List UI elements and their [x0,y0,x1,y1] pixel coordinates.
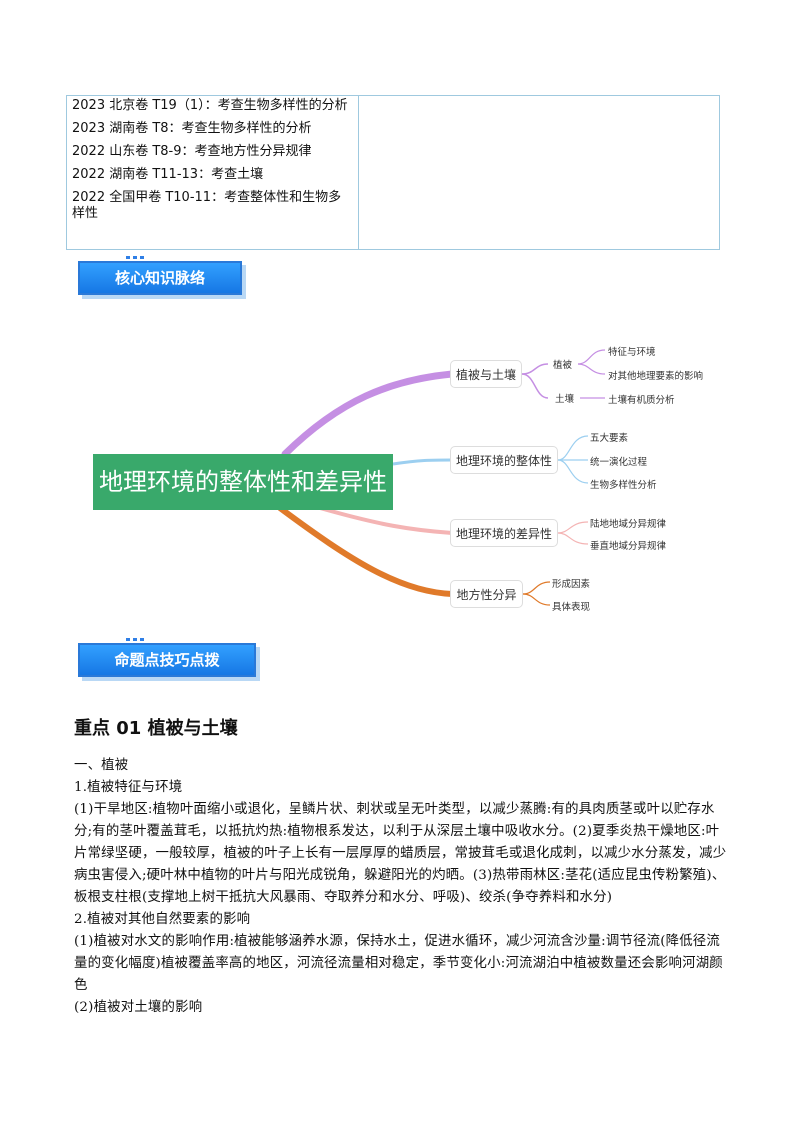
exam-item: 2022 全国甲卷 T10-11：考查整体性和生物多样性 [72,190,342,221]
section-heading: 重点 01 植被与土壤 [74,718,238,739]
sub-vegetation: 植被 [553,360,573,371]
mindmap: 地理环境的整体性和差异性 植被与土壤 地理环境的整体性 地理环境的差异性 地方性… [0,330,800,620]
leaf-veg-2: 对其他地理要素的影响 [608,371,704,382]
paragraph: (2)植被对土壤的影响 [74,1000,203,1015]
skills-banner: 命题点技巧点拨 [78,638,256,677]
knowledge-banner: 核心知识脉络 [78,256,242,295]
dots-decoration [126,256,144,259]
branch-line-whole [392,458,453,466]
exam-item: 2023 湖南卷 T8：考查生物多样性的分析 [72,121,312,136]
leaf-soil-1: 土壤有机质分析 [608,395,675,406]
node-vegetation-soil: 植被与土壤 [450,360,522,388]
mindmap-root: 地理环境的整体性和差异性 [93,454,393,510]
main-content: 重点 01 植被与土壤 一、植被 1.植被特征与环境 (1)干旱地区:植物叶面缩… [74,715,729,1019]
node-local: 地方性分异 [450,580,523,608]
leaf-local-2: 具体表现 [552,602,591,613]
exam-item: 2022 湖南卷 T11-13：考查土壤 [72,167,264,182]
branch-line-vegetation [281,370,456,458]
exam-list: 2023 北京卷 T19（1）：考查生物多样性的分析 2023 湖南卷 T8：考… [67,96,359,249]
leaf-whole-1: 五大要素 [590,433,629,444]
paragraph: 2.植被对其他自然要素的影响 [74,912,251,927]
leaf-diff-1: 陆地地域分异规律 [590,519,667,530]
exam-table: 2023 北京卷 T19（1）：考查生物多样性的分析 2023 湖南卷 T8：考… [66,95,720,250]
branch-line-local [277,505,455,597]
node-diff: 地理环境的差异性 [450,519,558,547]
leaf-veg-1: 特征与环境 [608,347,656,358]
paragraph: 1.植被特征与环境 [74,780,183,795]
skills-banner-title: 命题点技巧点拨 [78,643,256,677]
paragraph: (1)干旱地区:植物叶面缩小或退化，呈鳞片状、刺状或呈无叶类型，以减少蒸腾:有的… [74,802,727,905]
mindmap-connectors [277,349,606,606]
sub-soil: 土壤 [555,394,575,405]
paragraph: 一、植被 [74,758,129,773]
dots-decoration [126,638,144,641]
node-whole: 地理环境的整体性 [450,446,558,474]
paragraph: (1)植被对水文的影响作用:植被能够涵养水源，保持水土，促进水循环，减少河流含沙… [74,934,723,993]
leaf-whole-2: 统一演化过程 [590,457,648,468]
exam-item: 2022 山东卷 T8-9：考查地方性分异规律 [72,144,312,159]
exam-item: 2023 北京卷 T19（1）：考查生物多样性的分析 [72,98,348,113]
leaf-local-1: 形成因素 [552,579,591,590]
knowledge-banner-title: 核心知识脉络 [78,261,242,295]
leaf-whole-3: 生物多样性分析 [590,480,657,491]
leaf-diff-2: 垂直地域分异规律 [590,541,667,552]
branch-line-diff [319,506,453,535]
